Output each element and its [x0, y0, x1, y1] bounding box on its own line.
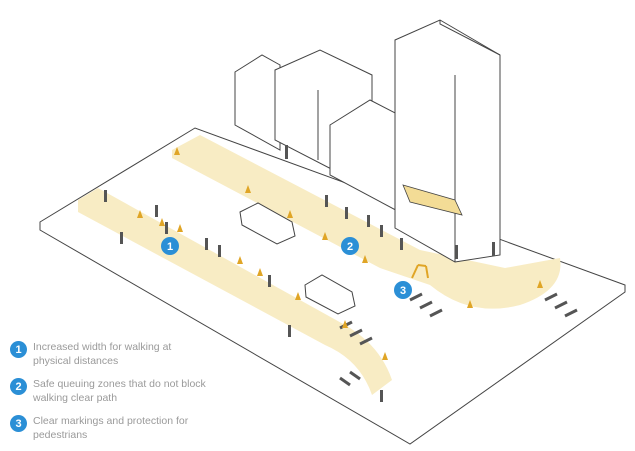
legend-badge-1: 1 [10, 341, 27, 358]
car [239, 202, 356, 315]
marker-3-label: 3 [400, 285, 406, 297]
legend-item-3: 3 Clear markings and protection for pede… [10, 414, 210, 442]
legend-text-2: Safe queuing zones that do not block wal… [33, 378, 206, 404]
marker-2-label: 2 [347, 241, 353, 253]
legend-text-1: Increased width for walking at physical … [33, 341, 172, 367]
legend-item-1: 1 Increased width for walking at physica… [10, 340, 210, 368]
awning [402, 184, 463, 216]
crosswalks [339, 292, 578, 387]
sidewalk-1 [78, 188, 392, 395]
cones [137, 147, 543, 360]
marker-1: 1 [161, 237, 179, 255]
legend-text-3: Clear markings and protection for pedest… [33, 415, 189, 441]
legend-badge-2: 2 [10, 378, 27, 395]
marker-2: 2 [341, 237, 359, 255]
marker-3: 3 [394, 281, 412, 299]
legend: 1 Increased width for walking at physica… [10, 340, 210, 451]
sidewalk-2 [172, 135, 561, 309]
barrier [411, 264, 429, 279]
pedestrians [104, 145, 495, 402]
legend-item-2: 2 Safe queuing zones that do not block w… [10, 377, 210, 405]
legend-badge-3: 3 [10, 415, 27, 432]
marker-1-label: 1 [167, 241, 173, 253]
